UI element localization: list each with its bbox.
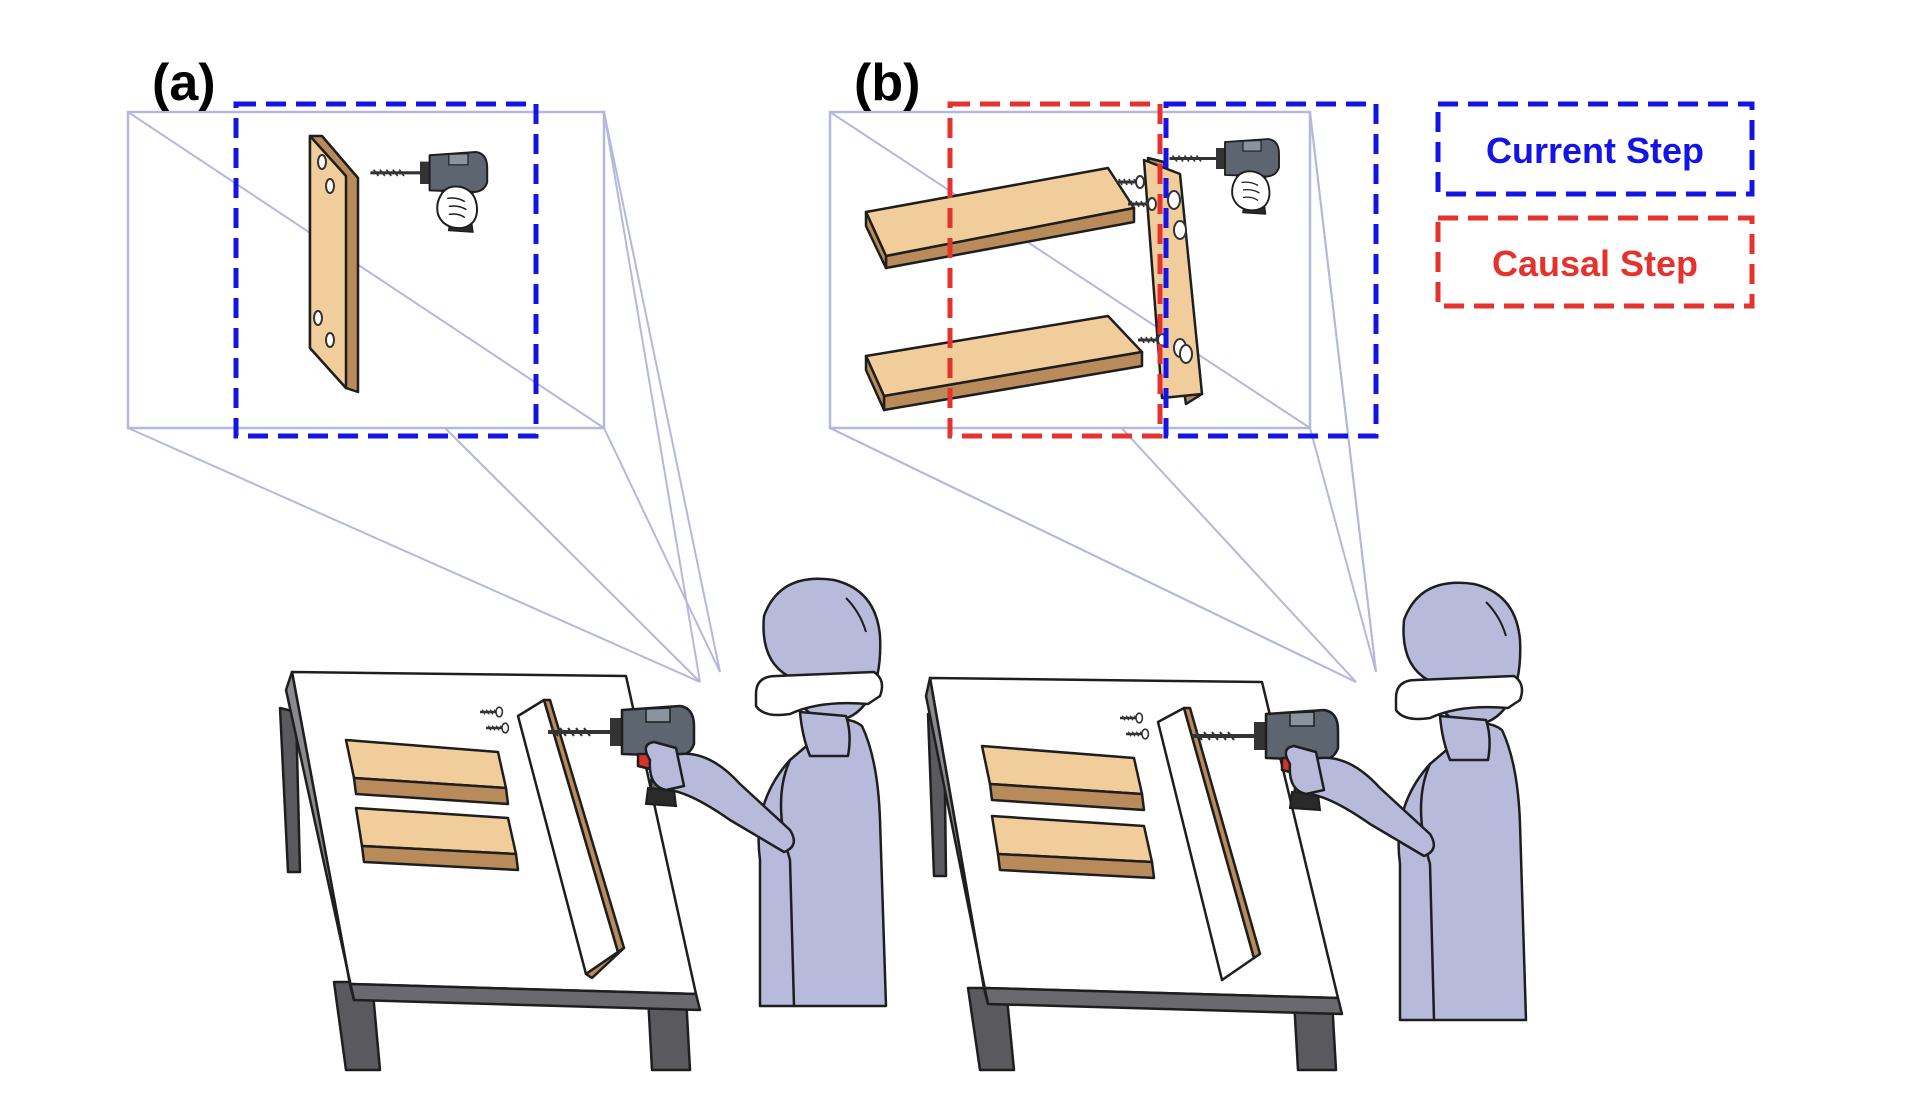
current-step-box-b [1163,101,1379,439]
legend-causal-step-label: Causal Step [1492,243,1698,284]
panel-b: (b) [828,54,1528,1072]
long-board-b [1156,706,1262,982]
person-a [644,577,888,1008]
current-step-box-a [233,101,539,439]
panel-a: (a) [126,54,888,1072]
panel-label-b: (b) [854,54,920,112]
panel-label-a: (a) [152,54,216,112]
legend-causal-step-box [1435,215,1755,309]
legend-current-step-label: Current Step [1486,130,1704,171]
legend-current-step-box [1435,101,1755,197]
planks-a [344,738,520,872]
legend: Current Step Causal Step [1435,101,1755,309]
legend-causal-step: Causal Step [1435,215,1755,309]
planks-b [980,744,1156,880]
inset-board-a [308,134,360,394]
legend-current-step: Current Step [1435,101,1755,197]
causal-step-box-b [947,101,1163,439]
person-b [1284,581,1528,1022]
long-board-a [516,698,626,980]
